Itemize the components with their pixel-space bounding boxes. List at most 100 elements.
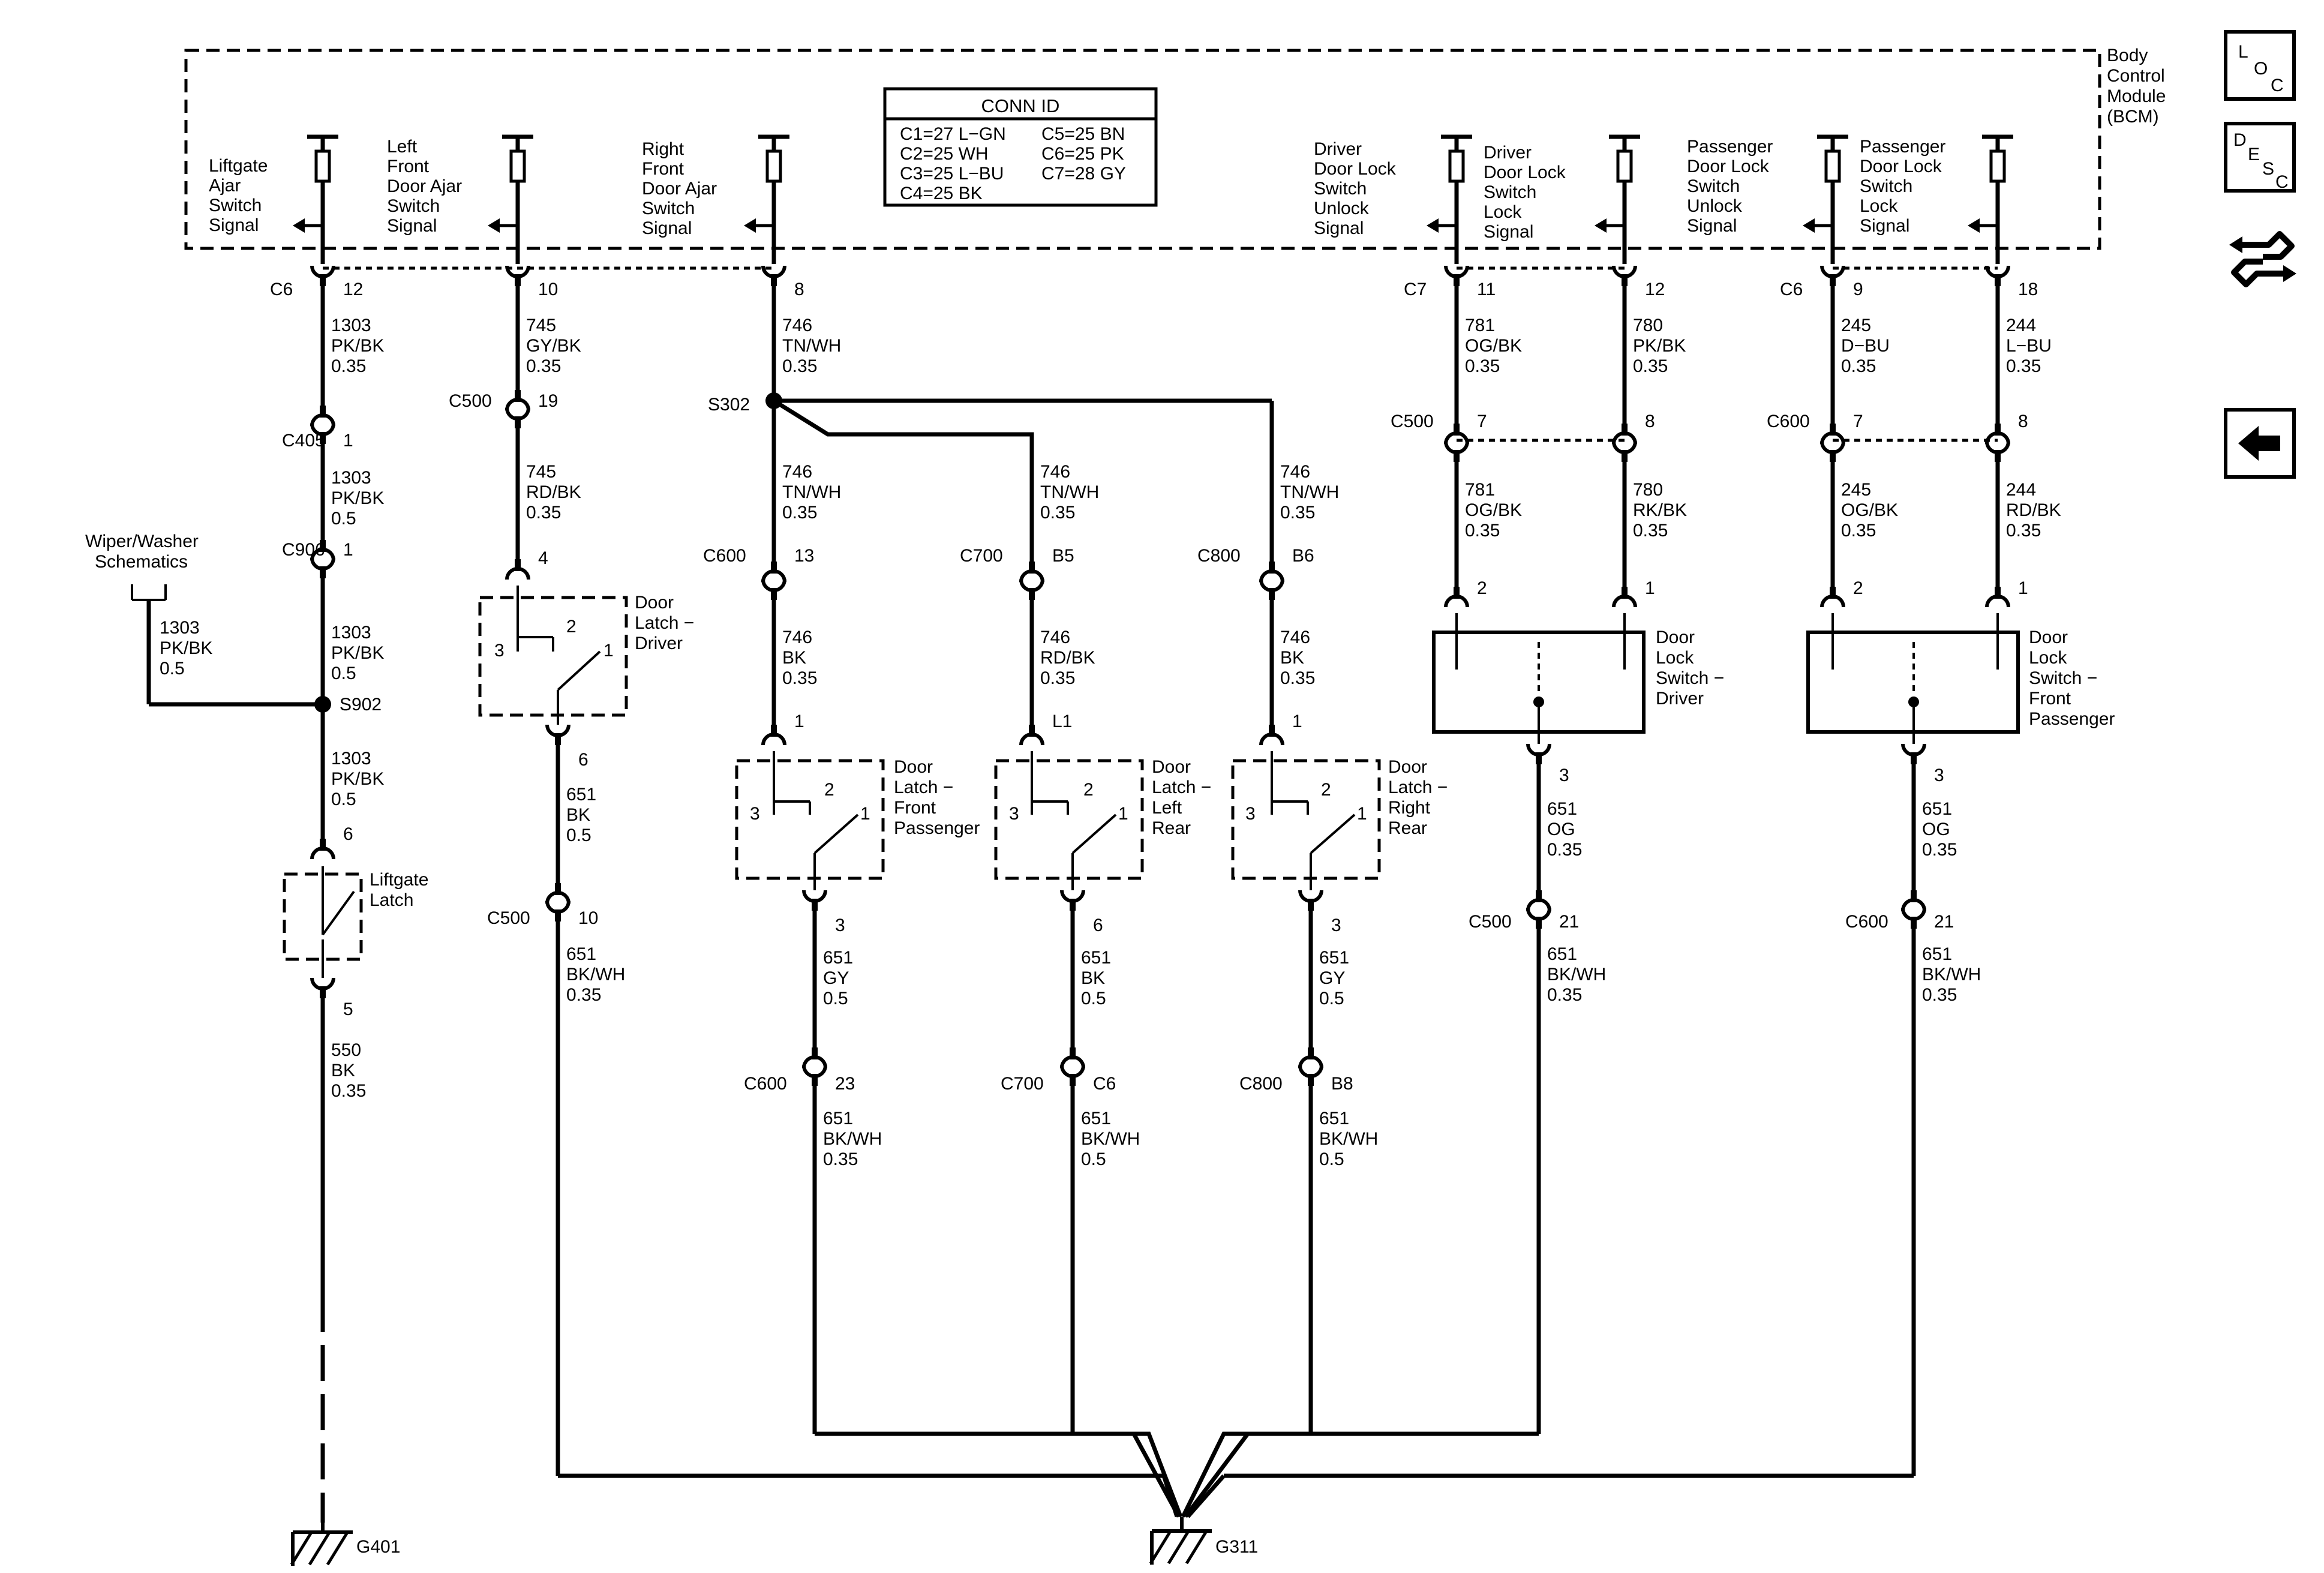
- wiring-flow-icon[interactable]: [2227, 216, 2299, 300]
- pin-label: 1: [343, 431, 353, 451]
- signal-label: Switch: [1860, 176, 1912, 196]
- wire-label: 651: [566, 944, 596, 964]
- signal-label: Signal: [1314, 218, 1364, 238]
- signal-label: Door Ajar: [642, 179, 717, 199]
- ground-label: G401: [356, 1537, 400, 1557]
- wire-label: 245: [1841, 316, 1871, 335]
- component-label: Door: [2029, 628, 2068, 647]
- pin-label: 3: [1559, 766, 1569, 785]
- connector-label: C7: [1404, 280, 1427, 299]
- wire-label: 781: [1465, 316, 1495, 335]
- signal-label: Door Lock: [1484, 163, 1566, 182]
- back-arrow-icon: [2238, 426, 2280, 461]
- wire-label: 244: [2006, 316, 2036, 335]
- pin-label: 1: [1292, 712, 1302, 731]
- wire-label: 0.5: [566, 825, 591, 845]
- wire-label: TN/WH: [1040, 482, 1099, 502]
- wire-label: 651: [1922, 944, 1952, 964]
- connector-label: C500: [1391, 412, 1434, 431]
- wire-label: 0.35: [2006, 521, 2041, 541]
- bcm-label: Body Control Module (BCM): [2107, 46, 2166, 127]
- component-label: Driver: [635, 634, 683, 653]
- wire-label: L−BU: [2006, 336, 2052, 356]
- bcm-connector-row: C6 12 10 8 C7 11 12 C6 9 18: [270, 266, 2038, 299]
- component-label: Door: [1152, 757, 1191, 777]
- wire-label: 651: [1081, 1109, 1111, 1128]
- signal-label: Switch: [209, 196, 262, 215]
- pin-label: 6: [578, 750, 588, 770]
- desc-button[interactable]: D E S C: [2224, 122, 2296, 193]
- wire-label: OG/BK: [1841, 500, 1898, 520]
- wire-label: GY: [1319, 968, 1345, 988]
- desc-letter: D: [2233, 130, 2247, 150]
- wire-label: RK/BK: [1633, 500, 1687, 520]
- wire-label: 0.35: [1465, 356, 1500, 376]
- signal-label: Driver: [1484, 143, 1532, 163]
- component-label: Latch −: [1388, 778, 1448, 797]
- wire-label: 0.35: [1633, 356, 1668, 376]
- pin-label: 3: [1009, 804, 1019, 824]
- component-label: Passenger: [894, 818, 980, 838]
- wire-label: 0.5: [823, 989, 848, 1008]
- wire-label: 746: [1040, 628, 1070, 647]
- connector-label: C800: [1239, 1074, 1283, 1094]
- component-label: Latch −: [635, 613, 694, 633]
- wire-label: 0.35: [782, 356, 817, 376]
- pin-label: 2: [1083, 780, 1094, 800]
- signal-label: Driver: [1314, 139, 1362, 159]
- pin-label: 12: [1645, 280, 1665, 299]
- wire-label: PK/BK: [1633, 336, 1686, 356]
- driver-lock-switch-circuit: C500 7 8 2 1 3 C500 21 Door Lock Switch …: [1391, 285, 1724, 1434]
- wire-label: 0.35: [526, 503, 561, 523]
- wire-label: GY: [823, 968, 849, 988]
- wire-label: 0.35: [1547, 840, 1582, 860]
- wire-label: PK/BK: [331, 488, 384, 508]
- wire-label: 1303: [331, 623, 371, 643]
- pin-label: 3: [835, 915, 845, 935]
- wire-label: 0.35: [2006, 356, 2041, 376]
- pin-label: 3: [494, 641, 505, 661]
- component-label: Switch −: [2029, 668, 2097, 688]
- pin-label: 11: [1477, 280, 1496, 299]
- connector-label: C6: [1780, 280, 1803, 299]
- pin-label: 13: [794, 546, 814, 566]
- signal-label: Ajar: [209, 176, 241, 196]
- conn-id-text: C3=25 L−BU: [900, 164, 1004, 184]
- wire-label: 0.35: [1280, 503, 1315, 523]
- wire-label: 245: [1841, 480, 1871, 500]
- component-label: Lock: [1656, 648, 1694, 668]
- signal-label: Door Ajar: [387, 176, 462, 196]
- component-label: Door: [1388, 757, 1427, 777]
- component-label: Liftgate: [370, 870, 428, 890]
- pin-label: 3: [750, 804, 760, 824]
- connector-label: C405: [282, 431, 325, 451]
- wire-label: 0.35: [1633, 521, 1668, 541]
- connector-label: C600: [703, 546, 746, 566]
- wire-label: BK: [782, 648, 806, 668]
- wire-label: 244: [2006, 480, 2036, 500]
- signal-label: Lock: [1484, 202, 1522, 222]
- wire-label: BK: [566, 805, 590, 825]
- wire-label: 0.35: [1547, 985, 1582, 1005]
- signal-label: Door Lock: [1314, 159, 1397, 179]
- signal-label: Signal: [642, 218, 692, 238]
- pin-label: 1: [343, 540, 353, 560]
- signal-label: Lock: [1860, 196, 1898, 216]
- wire-label: OG/BK: [1465, 336, 1522, 356]
- signal-labels: Liftgate Ajar Switch Signal Left Front D…: [209, 137, 1945, 242]
- connector-label: C600: [1767, 412, 1810, 431]
- component-label: Door: [894, 757, 933, 777]
- component-label: Schematics: [95, 552, 188, 572]
- pin-label: 7: [1853, 412, 1863, 431]
- pin-label: 4: [538, 548, 548, 568]
- wire-label: TN/WH: [1280, 482, 1339, 502]
- pin-label: 18: [2018, 280, 2038, 299]
- pin-label: 2: [566, 617, 577, 637]
- pin-label: 8: [1645, 412, 1655, 431]
- pin-label: 9: [1853, 280, 1863, 299]
- back-button[interactable]: [2224, 408, 2296, 479]
- pin-label: 8: [794, 280, 804, 299]
- wire-label: BK/WH: [1081, 1129, 1140, 1149]
- loc-button[interactable]: L O C: [2224, 30, 2296, 101]
- wire-label: TN/WH: [782, 336, 841, 356]
